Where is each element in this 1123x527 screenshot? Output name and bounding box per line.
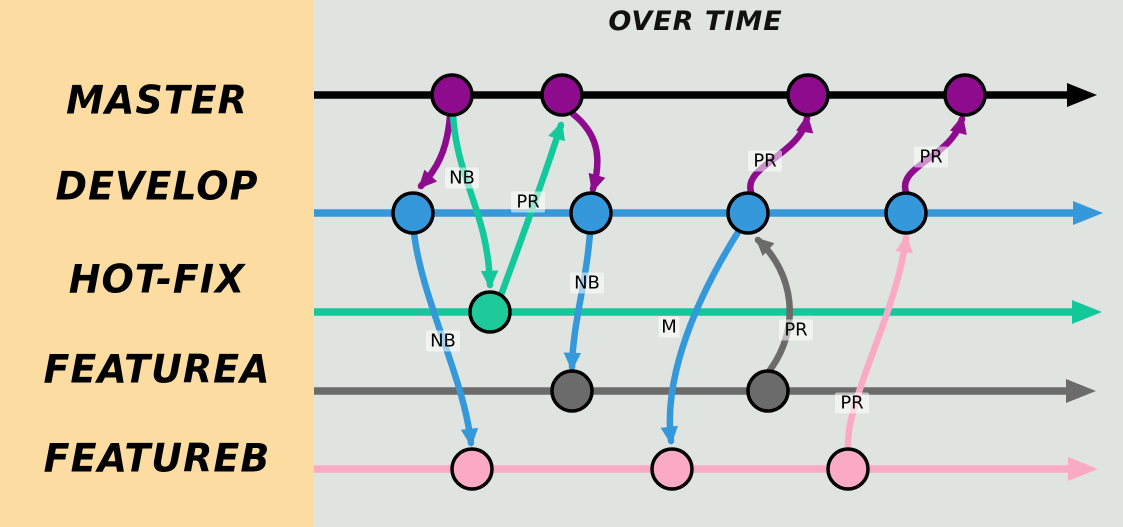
flow-arrow-master2-to-develop2	[569, 110, 606, 193]
arrow-label-develop3-to-master3: PR	[753, 151, 776, 172]
commit-featurea-1	[550, 369, 594, 413]
arrow-label-bg-develop2-to-featureA1	[570, 272, 604, 294]
branch-label-master: MASTER	[66, 77, 248, 123]
arrow-label-bg-featureB3-to-develop4	[835, 392, 869, 414]
arrow-label-develop4-to-master4: PR	[919, 147, 942, 168]
commit-master-2	[540, 73, 584, 117]
arrow-label-develop3-to-featureB2: M	[661, 317, 677, 338]
commit-develop-1	[391, 191, 435, 235]
flow-arrow-master1-to-hotfix1	[449, 111, 499, 289]
arrow-label-hotfix1-to-master2: PR	[516, 192, 539, 213]
arrow-label-bg-develop3-to-master3	[748, 150, 782, 172]
branch-label-hot-fix: HOT-FIX	[68, 256, 246, 302]
arrow-label-featureB3-to-develop4: PR	[840, 393, 863, 414]
flow-arrow-featureB3-to-develop4	[844, 234, 913, 449]
arrow-label-bg-develop1-to-featureB1	[426, 330, 460, 352]
branch-label-develop: DEVELOP	[55, 163, 259, 209]
commit-develop-4	[884, 191, 928, 235]
branch-arrowhead-hot-fix	[1072, 300, 1102, 324]
branch-arrowhead-master	[1067, 83, 1097, 107]
diagram-title: OVER TIME	[608, 6, 783, 37]
branch-arrowhead-develop	[1073, 201, 1103, 225]
arrow-label-develop1-to-featureB1: NB	[430, 331, 456, 352]
commit-master-4	[943, 73, 987, 117]
arrow-label-bg-develop4-to-master4	[914, 146, 948, 168]
commit-develop-2	[569, 191, 613, 235]
commit-master-1	[430, 73, 474, 117]
branch-label-featurea: FEATUREA	[43, 346, 271, 392]
flow-arrow-master1-to-develop1	[417, 112, 454, 190]
arrow-label-bg-hotfix1-to-master2	[511, 191, 545, 213]
arrow-label-develop2-to-featureA1: NB	[574, 273, 600, 294]
arrow-label-bg-master1-to-hotfix1	[445, 167, 479, 189]
commit-featureb-3	[826, 447, 870, 491]
arrow-label-bg-develop3-to-featureB2	[658, 316, 680, 338]
commit-featureb-2	[650, 447, 694, 491]
flow-arrow-featureA2-to-develop3	[754, 236, 793, 374]
arrow-label-bg-featureA2-to-develop3	[779, 319, 813, 341]
flow-arrow-develop3-to-featureB2	[660, 225, 744, 445]
commit-master-3	[786, 73, 830, 117]
commit-featureb-1	[450, 447, 494, 491]
branch-label-featureb: FEATUREB	[43, 435, 271, 481]
arrow-label-featureA2-to-develop3: PR	[784, 320, 807, 341]
branch-arrowhead-featurea	[1066, 379, 1096, 403]
flow-arrow-develop2-to-featureA1	[563, 229, 594, 371]
commit-develop-3	[726, 191, 770, 235]
commit-hot-fix-1	[468, 290, 512, 334]
branch-names-sidebar: MASTER DEVELOP HOT-FIX FEATUREA FEATUREB	[0, 0, 314, 527]
commit-featurea-2	[746, 369, 790, 413]
branch-arrowhead-featureb	[1068, 457, 1098, 481]
arrow-label-master1-to-hotfix1: NB	[449, 168, 475, 189]
